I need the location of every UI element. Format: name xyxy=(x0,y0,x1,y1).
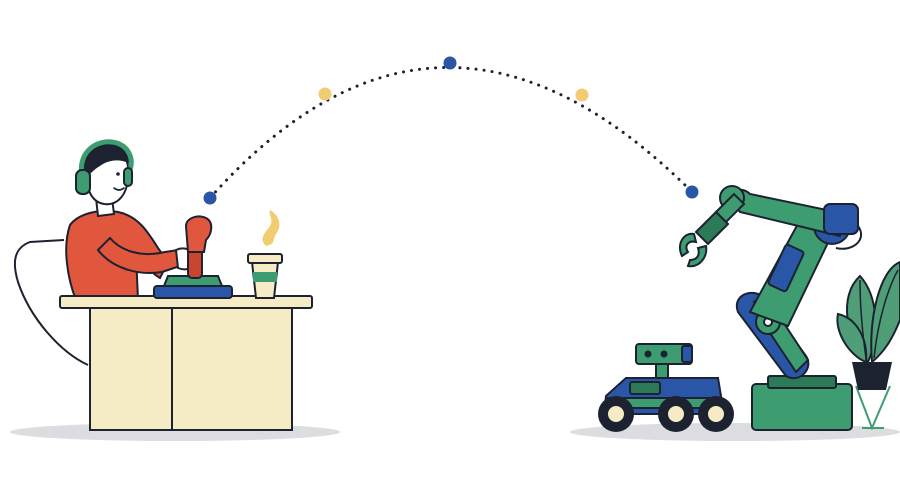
desk-body-right xyxy=(171,303,293,431)
joystick-icon xyxy=(153,215,233,299)
coffee-steam xyxy=(262,210,280,246)
robot-arm-gripper-mount xyxy=(694,210,730,246)
plant-stand xyxy=(855,385,891,431)
rover-wheel-hub xyxy=(606,404,626,424)
trajectory-dot xyxy=(685,185,699,199)
desk-body-left xyxy=(89,303,173,431)
headphones-band xyxy=(78,139,134,179)
robot-gripper-claw-right xyxy=(686,244,708,268)
rover-robot-icon xyxy=(598,343,734,432)
robot-arm-cable xyxy=(835,225,863,250)
desk-icon xyxy=(59,295,313,431)
operator-smile xyxy=(113,187,125,191)
operator-hair xyxy=(83,144,131,176)
robot-arm-forearm-cap xyxy=(823,203,859,235)
trajectory-dot xyxy=(318,87,332,101)
headphones-earcup xyxy=(75,169,91,195)
plant-leaf-vein xyxy=(873,269,899,359)
robot-gripper-claw-left xyxy=(678,232,698,258)
rover-window xyxy=(629,381,661,395)
trajectory-dots xyxy=(203,56,699,205)
coffee-cup-icon xyxy=(247,210,283,299)
robot-arm-icon xyxy=(678,185,863,431)
plant-leaf-vein xyxy=(859,279,867,359)
rover-wheel-hub xyxy=(666,404,686,424)
plant-pot xyxy=(852,362,892,390)
robot-arm-upper-panel xyxy=(767,243,805,293)
joystick-grip xyxy=(184,215,213,253)
rover-wheel-hub xyxy=(706,404,726,424)
robot-arm-base-top xyxy=(767,375,837,389)
robot-arm-base xyxy=(751,383,853,431)
headphones-earcup-right xyxy=(123,167,133,187)
trajectory-dot xyxy=(443,56,457,70)
rover-sensor-lens xyxy=(660,350,668,358)
trajectory-arc xyxy=(208,66,694,200)
operator-eye xyxy=(116,172,120,176)
coffee-cup-lid xyxy=(247,253,283,264)
trajectory-dot xyxy=(575,88,589,102)
potted-plant-icon xyxy=(836,260,900,431)
trajectory-dot xyxy=(203,191,217,205)
rover-sensor-lens xyxy=(644,350,652,358)
operator-arm xyxy=(96,236,182,274)
joystick-base xyxy=(162,275,224,287)
headphones-icon xyxy=(75,139,134,195)
coffee-cup-sleeve xyxy=(253,272,277,282)
rover-sensor-tip xyxy=(681,345,693,363)
joystick-base-plate xyxy=(153,285,233,299)
